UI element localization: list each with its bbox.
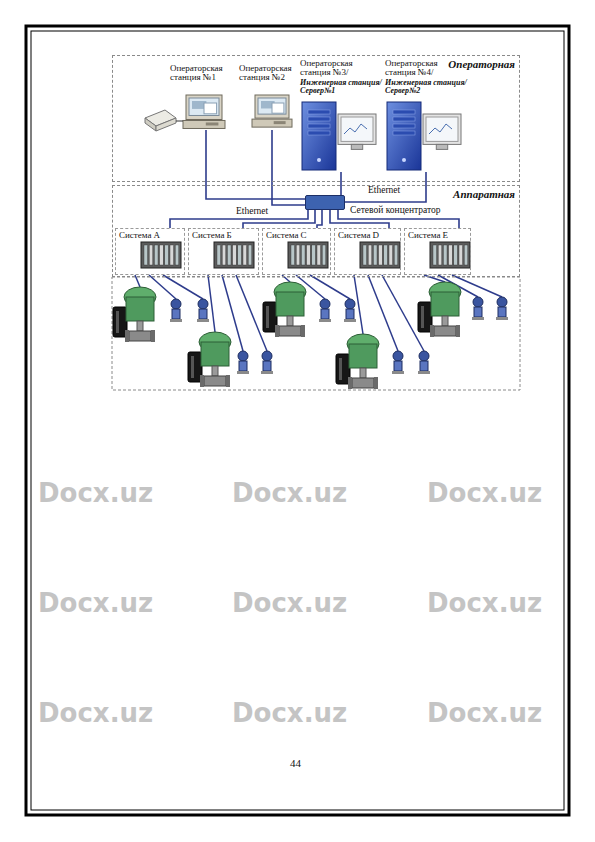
watermark: Docx.uz	[232, 478, 347, 508]
server-tower	[302, 102, 336, 170]
control-valve	[418, 282, 461, 337]
server-tower	[387, 102, 421, 170]
control-valve	[263, 282, 306, 337]
monitor	[338, 114, 376, 149]
ethernet-cable	[206, 130, 305, 199]
pressure-transmitter	[344, 299, 356, 322]
station-box: Операторская станция №2	[237, 63, 307, 130]
workstation	[252, 95, 292, 127]
watermark: Docx.uz	[427, 478, 542, 508]
pressure-transmitter	[170, 299, 182, 322]
controller-rack	[360, 242, 400, 268]
page-frame	[26, 26, 569, 815]
node-label: Система А	[119, 230, 181, 240]
pressure-transmitter	[261, 351, 273, 374]
node-label: Система С	[266, 230, 327, 240]
node-label: Операторская станция №3/	[300, 59, 382, 78]
watermark: Docx.uz	[427, 588, 542, 618]
ethernet-cable	[272, 130, 305, 205]
watermark: Docx.uz	[38, 588, 153, 618]
station-role: Инженерная станция/ Сервер№1	[300, 79, 382, 96]
node-label: Система D	[338, 230, 397, 240]
watermark: Docx.uz	[427, 698, 542, 728]
controller-rack	[430, 242, 470, 268]
workstation	[183, 95, 225, 128]
controller-rack	[214, 242, 254, 268]
field-region	[112, 277, 520, 390]
controller-rack	[141, 242, 181, 268]
server-box: Операторская станция №3/Инженерная станц…	[298, 58, 384, 172]
node-label: Аппаратная	[453, 188, 515, 200]
watermark: Docx.uz	[38, 478, 153, 508]
node-label: Операторская станция №4/	[385, 59, 467, 78]
monitor	[423, 114, 461, 149]
pressure-transmitter	[418, 351, 430, 374]
field-wires	[135, 275, 502, 351]
watermark: Docx.uz	[232, 698, 347, 728]
printer	[145, 110, 183, 131]
ethernet-cable	[345, 172, 426, 202]
page-number: 44	[290, 757, 301, 769]
watermark: Docx.uz	[38, 698, 153, 728]
control-valve	[336, 334, 379, 389]
node-label: Сетевой концентратор	[350, 205, 441, 215]
control-system: Система Е	[404, 228, 471, 275]
control-valve	[188, 332, 231, 387]
node-label: Операторная	[448, 58, 515, 70]
server-box: Операторская станция №4/Инженерная станц…	[383, 58, 469, 172]
pressure-transmitter	[496, 297, 508, 320]
control-system: Система С	[262, 228, 331, 275]
watermark: Docx.uz	[232, 588, 347, 618]
ethernet-cable	[317, 210, 322, 228]
network-label: Ethernet	[236, 206, 268, 216]
pressure-transmitter	[197, 299, 209, 322]
pressure-transmitter	[472, 297, 484, 320]
control-system: Система D	[334, 228, 401, 275]
pressure-transmitter	[392, 351, 404, 374]
controller-rack	[288, 242, 328, 268]
station-box: Операторская станция №1	[168, 63, 244, 130]
control-valve	[113, 287, 156, 342]
network-label: Ethernet	[368, 185, 400, 195]
station-role: Инженерная станция/ Сервер№2	[385, 79, 467, 96]
region-band: ОператорнаяОператорская станция №1Операт…	[112, 55, 520, 182]
network-hub: Сетевой концентратор	[305, 195, 345, 210]
control-system: Система Б	[188, 228, 259, 275]
node-label: Система Е	[408, 230, 467, 240]
ethernet-cable	[340, 172, 342, 195]
pressure-transmitter	[319, 299, 331, 322]
node-label: Операторская станция №2	[239, 64, 305, 83]
control-system: Система А	[115, 228, 185, 275]
pressure-transmitter	[237, 351, 249, 374]
node-label: Операторская станция №1	[170, 64, 242, 83]
region-band: АппаратнаяСетевой концентраторСистема А С…	[112, 185, 520, 277]
node-label: Система Б	[192, 230, 255, 240]
